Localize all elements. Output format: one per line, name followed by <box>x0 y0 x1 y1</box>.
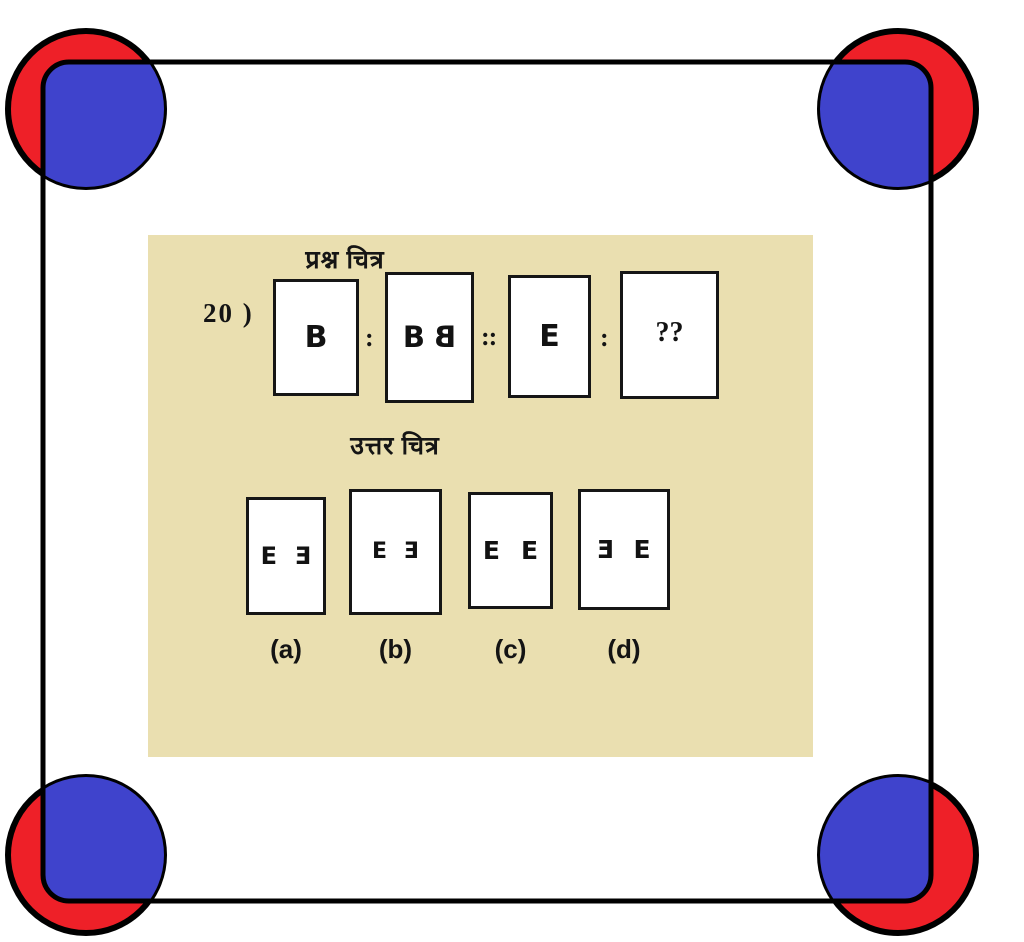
answer-option-c-label: (c) <box>494 634 527 664</box>
answer-option-b-glyph-1: E <box>371 539 387 564</box>
answer-option-a-glyph-2-mirrored: E <box>295 542 312 570</box>
answer-option-b-glyph-2-mirrored: E <box>404 539 420 564</box>
question-section-heading: प्रश्न चित्र <box>305 247 385 274</box>
question-figure-1-glyph-1: B <box>304 319 328 355</box>
corner-square-bottom-right <box>820 777 931 901</box>
answer-option-c[interactable]: E E <box>468 492 553 609</box>
question-figure-3: E <box>508 275 591 398</box>
answer-option-b[interactable]: E E <box>349 489 442 615</box>
question-number: 20 ) <box>203 298 254 328</box>
answer-option-c-glyph-1: E <box>482 536 500 565</box>
question-figure-2-glyph-1: B <box>402 320 425 354</box>
answer-option-a-label: (a) <box>270 634 302 664</box>
question-separator-3: : <box>600 323 609 352</box>
question-figure-3-glyph-1: E <box>539 318 560 354</box>
answer-option-c-glyph-2: E <box>521 536 539 565</box>
answer-option-a-glyph-1: E <box>260 542 277 570</box>
question-figure-4-glyph-unknown: ?? <box>655 317 684 348</box>
answer-option-d[interactable]: E E <box>578 489 670 610</box>
question-figure-4: ?? <box>620 271 719 399</box>
question-separator-2: :: <box>481 322 497 351</box>
answer-option-a[interactable]: E E <box>246 497 326 615</box>
question-figure-2-glyph-2-mirrored: B <box>434 320 457 354</box>
answer-option-d-glyph-1-mirrored: E <box>597 535 615 564</box>
corner-square-top-right <box>820 62 931 187</box>
answer-option-d-label: (d) <box>607 634 641 664</box>
page-frame-border <box>40 59 934 904</box>
answer-option-d-glyph-2: E <box>633 535 651 564</box>
answer-option-b-label: (b) <box>378 634 413 664</box>
question-figure-1: B <box>273 279 359 396</box>
question-separator-1: : <box>365 323 374 352</box>
answer-section-heading: उत्तर चित्र <box>350 433 440 460</box>
question-figure-2: B B <box>385 272 474 403</box>
